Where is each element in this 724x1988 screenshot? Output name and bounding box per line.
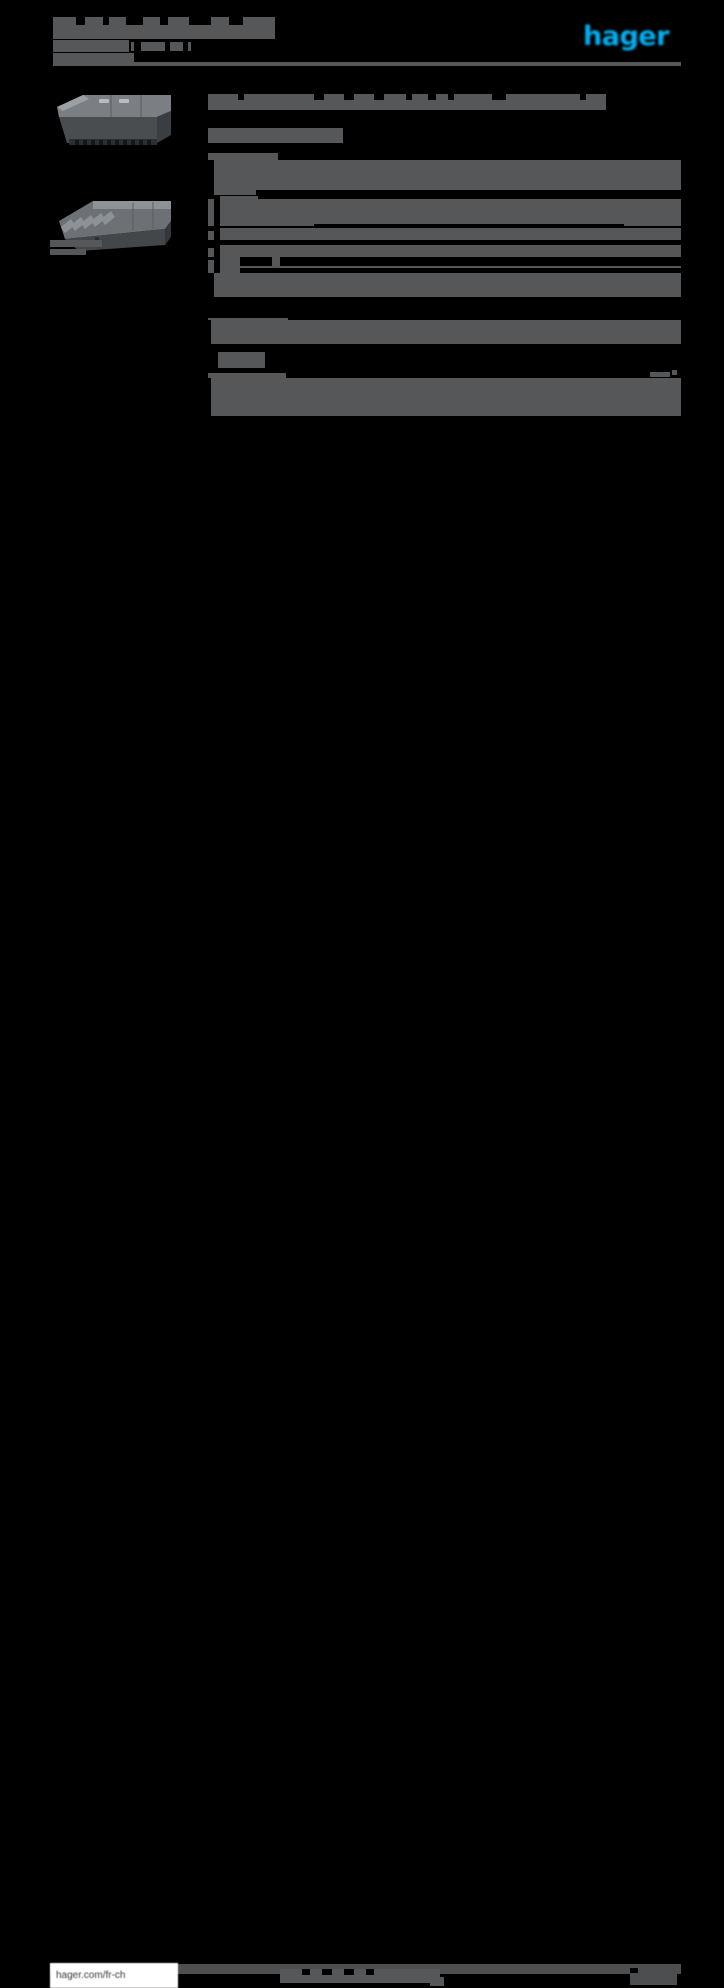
table-row <box>208 378 681 416</box>
row-divider <box>280 257 681 266</box>
subsection-label <box>208 153 278 161</box>
product-media-caption-line2 <box>50 249 86 255</box>
table-row <box>208 320 681 344</box>
heading-gap <box>374 94 384 100</box>
row-gutter <box>214 228 220 240</box>
product-photo-bottom <box>45 181 183 259</box>
row-gutter <box>208 228 214 231</box>
document-footer: hager.com/fr-ch <box>0 975 724 1988</box>
document-subtitle-tick <box>131 42 134 51</box>
row-gutter <box>214 257 220 273</box>
row-gutter <box>214 196 220 226</box>
row-divider <box>256 190 681 195</box>
title-gap <box>103 17 109 25</box>
footer-gap <box>630 1968 638 1973</box>
heading-gap <box>406 94 412 100</box>
row-gutter <box>208 196 214 199</box>
title-gap <box>76 17 85 25</box>
section-3-superscript <box>672 370 677 375</box>
header-divider <box>53 62 681 66</box>
document-subtitle-c <box>170 42 183 51</box>
table-row <box>208 245 681 257</box>
document-subtitle-a <box>53 40 129 52</box>
heading-gap <box>580 94 586 100</box>
footer-url[interactable]: hager.com/fr-ch <box>50 1963 178 1988</box>
table-row <box>208 160 681 195</box>
footer-gap <box>366 1969 374 1975</box>
section-3-value <box>650 372 670 377</box>
footer-gap <box>322 1969 332 1975</box>
row-gutter <box>208 378 211 416</box>
hager-logo: hager <box>583 21 669 52</box>
footer-center-text-tail <box>430 1977 444 1986</box>
product-media-column <box>45 85 195 260</box>
title-gap <box>160 17 168 25</box>
document-subtitle-d <box>188 42 191 51</box>
row-divider <box>258 241 640 246</box>
row-divider <box>314 224 624 229</box>
heading-gap <box>448 94 454 100</box>
title-gap <box>229 17 243 25</box>
row-divider <box>240 268 681 273</box>
footer-gap <box>302 1969 310 1975</box>
product-media-caption <box>50 240 102 247</box>
footer-gap <box>344 1969 354 1975</box>
title-gap <box>189 17 211 25</box>
table-row <box>208 196 681 226</box>
row-divider <box>258 196 681 199</box>
document-header: hager <box>0 0 724 78</box>
row-gutter <box>208 320 211 344</box>
title-gap <box>126 17 143 25</box>
row-gutter <box>208 160 214 195</box>
page-heading <box>208 94 606 110</box>
heading-gap <box>428 94 436 100</box>
document-subtitle-b <box>141 42 165 51</box>
heading-gap <box>314 94 324 100</box>
section-3-heading <box>208 373 286 378</box>
row-gutter <box>208 273 214 297</box>
row-gutter <box>208 245 214 248</box>
heading-gap <box>344 94 354 100</box>
product-photo-top <box>45 85 183 163</box>
table-row <box>208 228 681 240</box>
heading-gap <box>492 94 506 100</box>
section-label-3 <box>218 352 265 368</box>
row-gutter <box>208 257 214 260</box>
row-cell-gap <box>240 257 272 266</box>
table-row <box>208 273 681 297</box>
section-label-1 <box>208 128 343 143</box>
heading-gap <box>238 94 244 100</box>
row-gutter <box>214 245 220 257</box>
